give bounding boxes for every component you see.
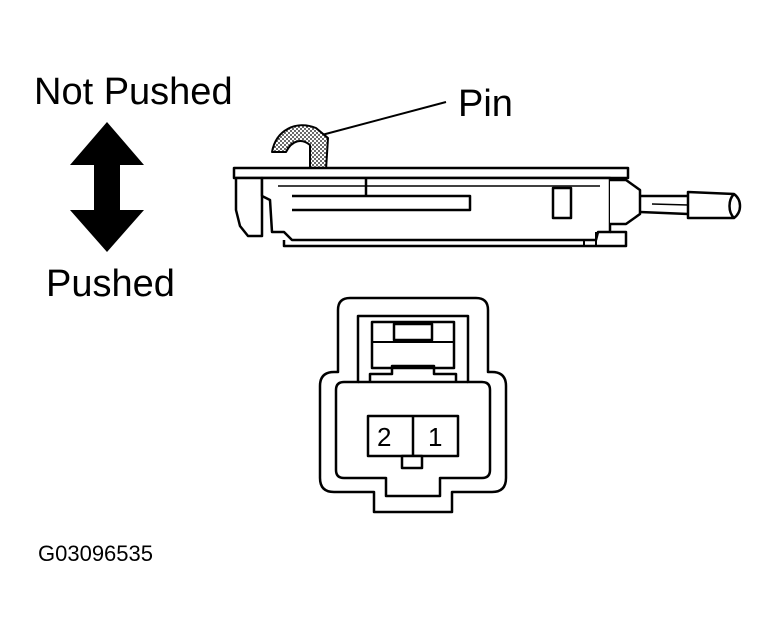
connector-front-view <box>318 296 508 514</box>
terminal-2-label: 2 <box>377 422 391 452</box>
switch-side-view <box>232 124 742 248</box>
double-arrow-vertical-icon <box>70 122 144 252</box>
pin-leader-line <box>317 101 447 137</box>
terminal-1-label: 1 <box>428 422 442 452</box>
pin-label: Pin <box>458 83 513 125</box>
switch-pin <box>271 124 329 171</box>
connector-outer-shell <box>318 296 508 514</box>
figure-code: G03096535 <box>38 541 153 566</box>
not-pushed-label: Not Pushed <box>34 71 233 113</box>
pushed-label: Pushed <box>46 263 175 305</box>
